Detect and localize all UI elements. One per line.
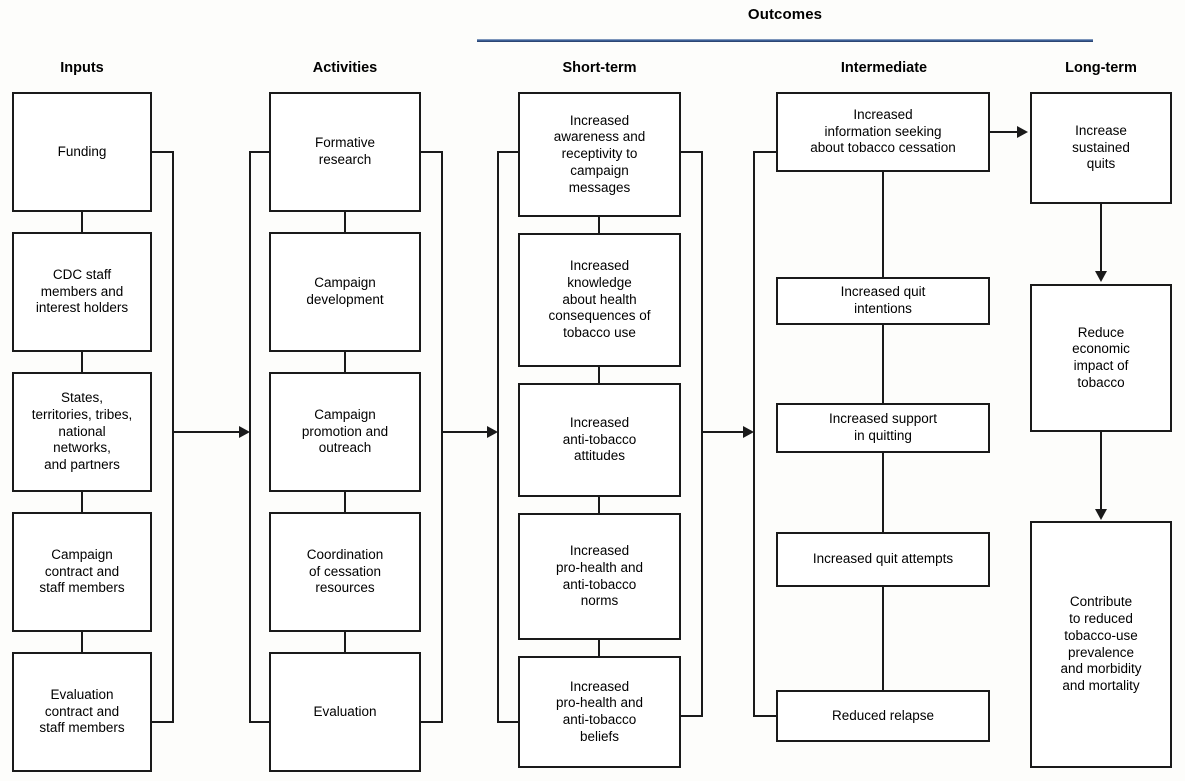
bracket-inputs-bottom-arm bbox=[150, 721, 174, 723]
connector-intermediate-2-3 bbox=[882, 325, 884, 403]
node-intermediate-information-seeking: Increased information seeking about toba… bbox=[776, 92, 990, 172]
bracket-inputs-spine bbox=[172, 151, 174, 723]
bracket-short-term-left-bottom-arm bbox=[497, 721, 519, 723]
bracket-intermediate-left-top-arm bbox=[753, 151, 777, 153]
node-intermediate-reduced-relapse: Reduced relapse bbox=[776, 690, 990, 742]
column-title-long-term: Long-term bbox=[1065, 60, 1137, 76]
node-activities-coordination-cessation: Coordination of cessation resources bbox=[269, 512, 421, 632]
bracket-short-term-bottom-arm bbox=[679, 715, 703, 717]
bracket-short-term-left-spine bbox=[497, 151, 499, 723]
connector-inputs-3-4 bbox=[81, 492, 83, 512]
node-long-term-reduced-prevalence: Contribute to reduced tobacco-use preval… bbox=[1030, 521, 1172, 768]
node-intermediate-quit-intentions: Increased quit intentions bbox=[776, 277, 990, 325]
connector-short-term-2-3 bbox=[598, 367, 600, 383]
arrow-short-term-to-intermediate-shaft bbox=[701, 431, 745, 433]
connector-intermediate-3-4 bbox=[882, 453, 884, 532]
connector-short-term-1-2 bbox=[598, 217, 600, 233]
arrow-activities-to-short-term-head bbox=[487, 426, 498, 438]
bracket-short-term-left-top-arm bbox=[497, 151, 519, 153]
arrow-inputs-to-activities-head bbox=[239, 426, 250, 438]
connector-short-term-3-4 bbox=[598, 497, 600, 513]
bracket-short-term-top-arm bbox=[679, 151, 703, 153]
node-activities-evaluation: Evaluation bbox=[269, 652, 421, 772]
node-activities-campaign-development: Campaign development bbox=[269, 232, 421, 352]
bracket-inputs-top-arm bbox=[150, 151, 174, 153]
connector-intermediate-1-2 bbox=[882, 172, 884, 277]
column-title-activities: Activities bbox=[312, 60, 378, 76]
bracket-activities-top-arm bbox=[419, 151, 443, 153]
bracket-activities-bottom-arm bbox=[419, 721, 443, 723]
connector-activities-4-5 bbox=[344, 632, 346, 652]
node-inputs-cdc-staff: CDC staff members and interest holders bbox=[12, 232, 152, 352]
outcomes-divider-rule bbox=[477, 39, 1093, 42]
column-title-intermediate: Intermediate bbox=[840, 60, 928, 76]
connector-activities-3-4 bbox=[344, 492, 346, 512]
bracket-activities-spine bbox=[441, 151, 443, 723]
group-header-outcomes: Outcomes bbox=[747, 6, 823, 23]
node-short-term-attitudes: Increased anti-tobacco attitudes bbox=[518, 383, 681, 497]
node-intermediate-quit-attempts: Increased quit attempts bbox=[776, 532, 990, 587]
bracket-intermediate-left-spine bbox=[753, 151, 755, 717]
node-short-term-awareness: Increased awareness and receptivity to c… bbox=[518, 92, 681, 217]
arrow-short-term-to-intermediate-head bbox=[743, 426, 754, 438]
node-short-term-beliefs: Increased pro-health and anti-tobacco be… bbox=[518, 656, 681, 768]
arrow-intermediate-to-long-term-shaft bbox=[990, 131, 1018, 133]
node-intermediate-support-quitting: Increased support in quitting bbox=[776, 403, 990, 453]
bracket-activities-left-top-arm bbox=[249, 151, 271, 153]
connector-long-term-2-3-shaft bbox=[1100, 432, 1102, 510]
node-activities-formative-research: Formative research bbox=[269, 92, 421, 212]
node-activities-campaign-promotion: Campaign promotion and outreach bbox=[269, 372, 421, 492]
arrow-intermediate-to-long-term-head bbox=[1017, 126, 1028, 138]
node-long-term-sustained-quits: Increase sustained quits bbox=[1030, 92, 1172, 204]
connector-intermediate-4-5 bbox=[882, 587, 884, 690]
node-inputs-states-territories: States, territories, tribes, national ne… bbox=[12, 372, 152, 492]
connector-inputs-1-2 bbox=[81, 212, 83, 232]
column-title-short-term: Short-term bbox=[562, 60, 637, 76]
column-title-inputs: Inputs bbox=[60, 60, 104, 76]
node-inputs-evaluation-contract: Evaluation contract and staff members bbox=[12, 652, 152, 772]
bracket-activities-left-bottom-arm bbox=[249, 721, 271, 723]
node-inputs-campaign-contract: Campaign contract and staff members bbox=[12, 512, 152, 632]
connector-inputs-2-3 bbox=[81, 352, 83, 372]
node-short-term-knowledge: Increased knowledge about health consequ… bbox=[518, 233, 681, 367]
connector-long-term-1-2-head bbox=[1095, 271, 1107, 282]
node-long-term-economic-impact: Reduce economic impact of tobacco bbox=[1030, 284, 1172, 432]
connector-activities-2-3 bbox=[344, 352, 346, 372]
connector-activities-1-2 bbox=[344, 212, 346, 232]
arrow-inputs-to-activities-shaft bbox=[172, 431, 241, 433]
node-short-term-norms: Increased pro-health and anti-tobacco no… bbox=[518, 513, 681, 640]
arrow-activities-to-short-term-shaft bbox=[441, 431, 489, 433]
connector-long-term-2-3-head bbox=[1095, 509, 1107, 520]
node-inputs-funding: Funding bbox=[12, 92, 152, 212]
bracket-activities-left-spine bbox=[249, 151, 251, 723]
connector-short-term-4-5 bbox=[598, 640, 600, 656]
connector-long-term-1-2-shaft bbox=[1100, 204, 1102, 272]
bracket-intermediate-left-bottom-arm bbox=[753, 715, 777, 717]
bracket-short-term-spine bbox=[701, 151, 703, 717]
connector-inputs-4-5 bbox=[81, 632, 83, 652]
